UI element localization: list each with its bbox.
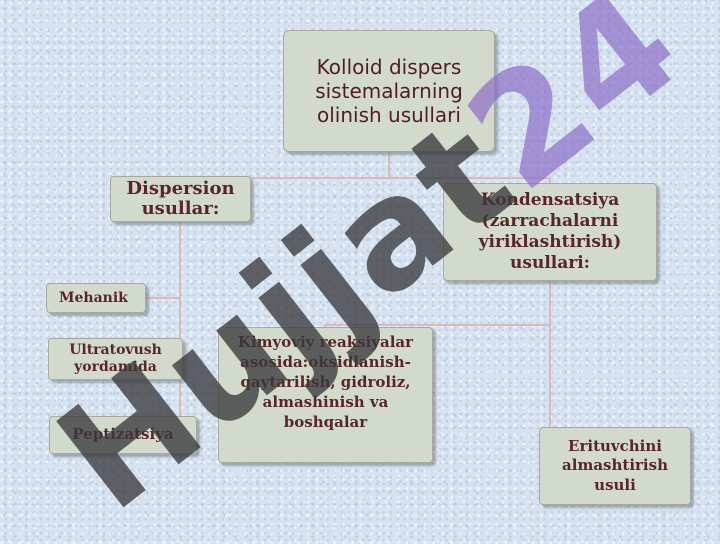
root-node-label: Kolloid dispers sistemalarning olinish u… <box>315 55 463 127</box>
solvent-change-node: Erituvchini almashtirish usuli <box>539 427 691 505</box>
peptization-method-node: Peptizatsiya <box>49 416 197 454</box>
chemical-reactions-label: Kimyoviy reaksiyalar asosida:oksidlanish… <box>237 333 414 431</box>
dispersion-methods-node: Dispersion usullar: <box>110 176 251 222</box>
mechanical-method-label: Mehanik <box>59 289 128 306</box>
condensation-methods-label: Kondensatsiya (zarrachalarni yiriklashti… <box>478 189 622 274</box>
condensation-methods-node: Kondensatsiya (zarrachalarni yiriklashti… <box>443 183 657 281</box>
peptization-method-label: Peptizatsiya <box>72 425 174 444</box>
ultrasound-method-label: Ultratovush yordamida <box>69 342 162 375</box>
ultrasound-method-node: Ultratovush yordamida <box>48 338 183 380</box>
solvent-change-label: Erituvchini almashtirish usuli <box>562 436 668 494</box>
mechanical-method-node: Mehanik <box>46 283 146 313</box>
dispersion-methods-label: Dispersion usullar: <box>126 178 235 219</box>
root-node: Kolloid dispers sistemalarning olinish u… <box>283 30 495 152</box>
chemical-reactions-node: Kimyoviy reaksiyalar asosida:oksidlanish… <box>218 327 433 463</box>
